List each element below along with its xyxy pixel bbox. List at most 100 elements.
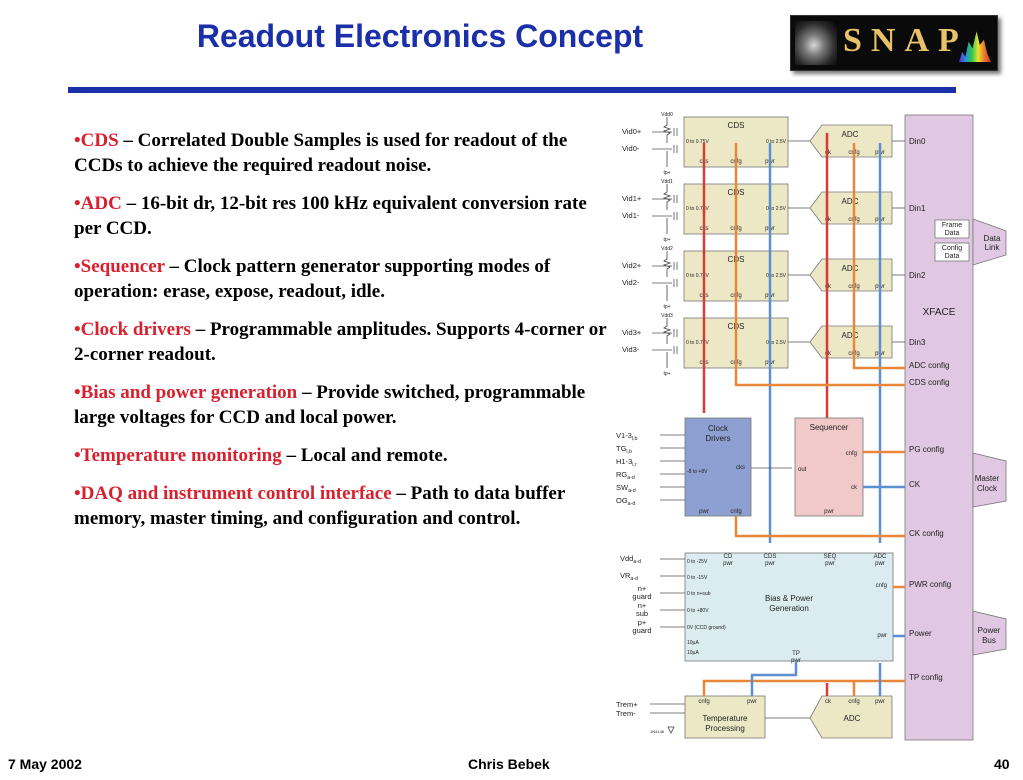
logo-text: SNAP bbox=[843, 22, 968, 59]
temp-sensor-label: 1N4148 bbox=[650, 729, 665, 734]
clock-input-label: H1-3l,r bbox=[616, 457, 637, 468]
din-label: Din1 bbox=[909, 204, 926, 213]
sequencer-ck: ck bbox=[851, 485, 858, 491]
sequencer-title: Sequencer bbox=[810, 423, 849, 432]
bias-pwr-label: pwr bbox=[877, 633, 887, 639]
vdd-resistor bbox=[662, 184, 672, 210]
bullet-text: – Provide switched, programmable large v… bbox=[74, 382, 586, 428]
bias-input-label: guard bbox=[632, 626, 651, 635]
adc-ck-label: ck bbox=[825, 150, 832, 156]
cds-title: CDS bbox=[728, 121, 745, 130]
cds-tp-label: tp+ bbox=[663, 237, 670, 243]
adc-title: ADC bbox=[842, 130, 859, 139]
vdd-resistor bbox=[662, 117, 672, 143]
bias-input-label: VRa-d bbox=[620, 571, 638, 582]
vid-plus-label: Vid1+ bbox=[622, 194, 642, 203]
bias-top-label: ADC bbox=[874, 554, 887, 560]
bias-top-label: CD bbox=[724, 554, 733, 560]
din-label: Din3 bbox=[909, 338, 926, 347]
adc-ck-label: ck bbox=[825, 284, 832, 290]
bullet-sequencer: •Sequencer – Clock pattern generator sup… bbox=[74, 256, 551, 302]
clock-input-label: V1-3l,b bbox=[616, 431, 637, 442]
bullet-text: – Local and remote. bbox=[281, 445, 448, 466]
vid-plus-label: Vid0+ bbox=[622, 127, 642, 136]
bias-range-label: 0V (CCD ground) bbox=[687, 625, 726, 631]
power-bus-tab bbox=[972, 610, 1007, 656]
bullet-list: •CDS – Correlated Double Samples is used… bbox=[74, 128, 614, 544]
snap-logo: SNAP bbox=[790, 15, 998, 71]
bias-power-block bbox=[684, 552, 894, 662]
bias-input-label: n+ bbox=[638, 601, 647, 610]
temp-pwr-label: pwr bbox=[747, 699, 757, 705]
sequencer-out: out bbox=[798, 467, 807, 473]
xface-block bbox=[904, 114, 974, 741]
data-link-label: Data bbox=[984, 234, 1001, 243]
bullet-adc: •ADC – 16-bit dr, 12-bit res 100 kHz equ… bbox=[74, 193, 587, 239]
power-bus-label: Bus bbox=[982, 636, 996, 645]
bias-input-label: n+ bbox=[638, 584, 647, 593]
config-data-label: Data bbox=[945, 253, 960, 260]
galaxy-image bbox=[795, 21, 837, 65]
bullet-term: ADC bbox=[80, 193, 122, 214]
bullet-daq: •DAQ and instrument control interface – … bbox=[74, 483, 565, 529]
bottom-adc-title: ADC bbox=[844, 714, 861, 723]
ck-config-line bbox=[734, 516, 905, 538]
bullet-text: – Programmable amplitudes. Supports 4-co… bbox=[74, 319, 607, 365]
bottom-adc-ck: ck bbox=[825, 699, 832, 705]
temp-input-label: Trem+ bbox=[616, 700, 638, 709]
frame-data-label: Data bbox=[945, 230, 960, 237]
bias-range-label: 10µA bbox=[687, 640, 699, 646]
readout-block-diagram: XFACEDataLinkFrameDataConfigDataMasterCl… bbox=[616, 112, 1007, 741]
master-clock-label: Clock bbox=[977, 484, 998, 493]
vdd-label: Vdd1 bbox=[661, 179, 673, 185]
bullet-term: DAQ and instrument control interface bbox=[80, 483, 392, 504]
bias-range-label: 0 to -15V bbox=[687, 575, 708, 581]
clock-drivers-title: Drivers bbox=[705, 434, 730, 443]
data-link-tab bbox=[972, 218, 1007, 266]
bias-range-label: 10µA bbox=[687, 650, 699, 656]
cds-tp-label: tp+ bbox=[663, 304, 670, 310]
bullet-term: Bias and power generation bbox=[80, 382, 298, 403]
diode-icon bbox=[667, 726, 675, 734]
config-data-box bbox=[934, 242, 970, 262]
clock-drivers-cks: cks bbox=[736, 465, 745, 471]
adc-ck-label: ck bbox=[825, 351, 832, 357]
bullet-bias-power: •Bias and power generation – Provide swi… bbox=[74, 382, 586, 428]
temp-title: Processing bbox=[705, 724, 745, 733]
xface-port-label: PG config bbox=[909, 445, 944, 454]
footer-author: Chris Bebek bbox=[468, 756, 550, 772]
vdd-label: Vdd3 bbox=[661, 313, 673, 319]
footer-page-number: 40 bbox=[994, 756, 1010, 772]
clock-drivers-cnfg: cnfg bbox=[730, 509, 741, 515]
adc-ck-label: ck bbox=[825, 217, 832, 223]
bullet-clock-drivers: •Clock drivers – Programmable amplitudes… bbox=[74, 319, 607, 365]
title-rule bbox=[68, 87, 956, 93]
bias-range-label: 0 to n+sub bbox=[687, 591, 711, 597]
xface-label: XFACE bbox=[923, 307, 956, 318]
din-label: Din0 bbox=[909, 137, 926, 146]
xface-port-label: Power bbox=[909, 629, 932, 638]
page-title: Readout Electronics Concept bbox=[196, 18, 644, 54]
master-clock-tab bbox=[972, 452, 1007, 508]
vid-plus-label: Vid2+ bbox=[622, 261, 642, 270]
vdd-resistor bbox=[662, 318, 672, 344]
adc-title: ADC bbox=[842, 264, 859, 273]
bottom-adc-pwr: pwr bbox=[875, 699, 885, 705]
clock-drivers-range: -8 to +8V bbox=[687, 469, 708, 475]
bias-top-label: SEQ bbox=[824, 554, 837, 560]
cds-range-out: 0 to 2.5V bbox=[766, 273, 787, 279]
vdd-label: Vdd2 bbox=[661, 246, 673, 252]
config-data-label: Config bbox=[942, 245, 962, 252]
bias-range-label: 0 to -25V bbox=[687, 559, 708, 565]
clock-input-label: OGa-d bbox=[616, 496, 635, 507]
clock-drivers-title: Clock bbox=[708, 424, 729, 433]
cds-range-out: 0 to 2.5V bbox=[766, 206, 787, 212]
cds-config-line bbox=[734, 143, 905, 387]
bullet-term: Clock drivers bbox=[80, 319, 191, 340]
vid-minus-label: Vid0- bbox=[622, 144, 640, 153]
data-link-label: Link bbox=[985, 243, 1001, 252]
bias-title: Generation bbox=[769, 604, 809, 613]
bottom-adc-block bbox=[809, 695, 893, 739]
temp-input-label: Trem- bbox=[616, 709, 636, 718]
bullet-term: Temperature monitoring bbox=[80, 445, 282, 466]
